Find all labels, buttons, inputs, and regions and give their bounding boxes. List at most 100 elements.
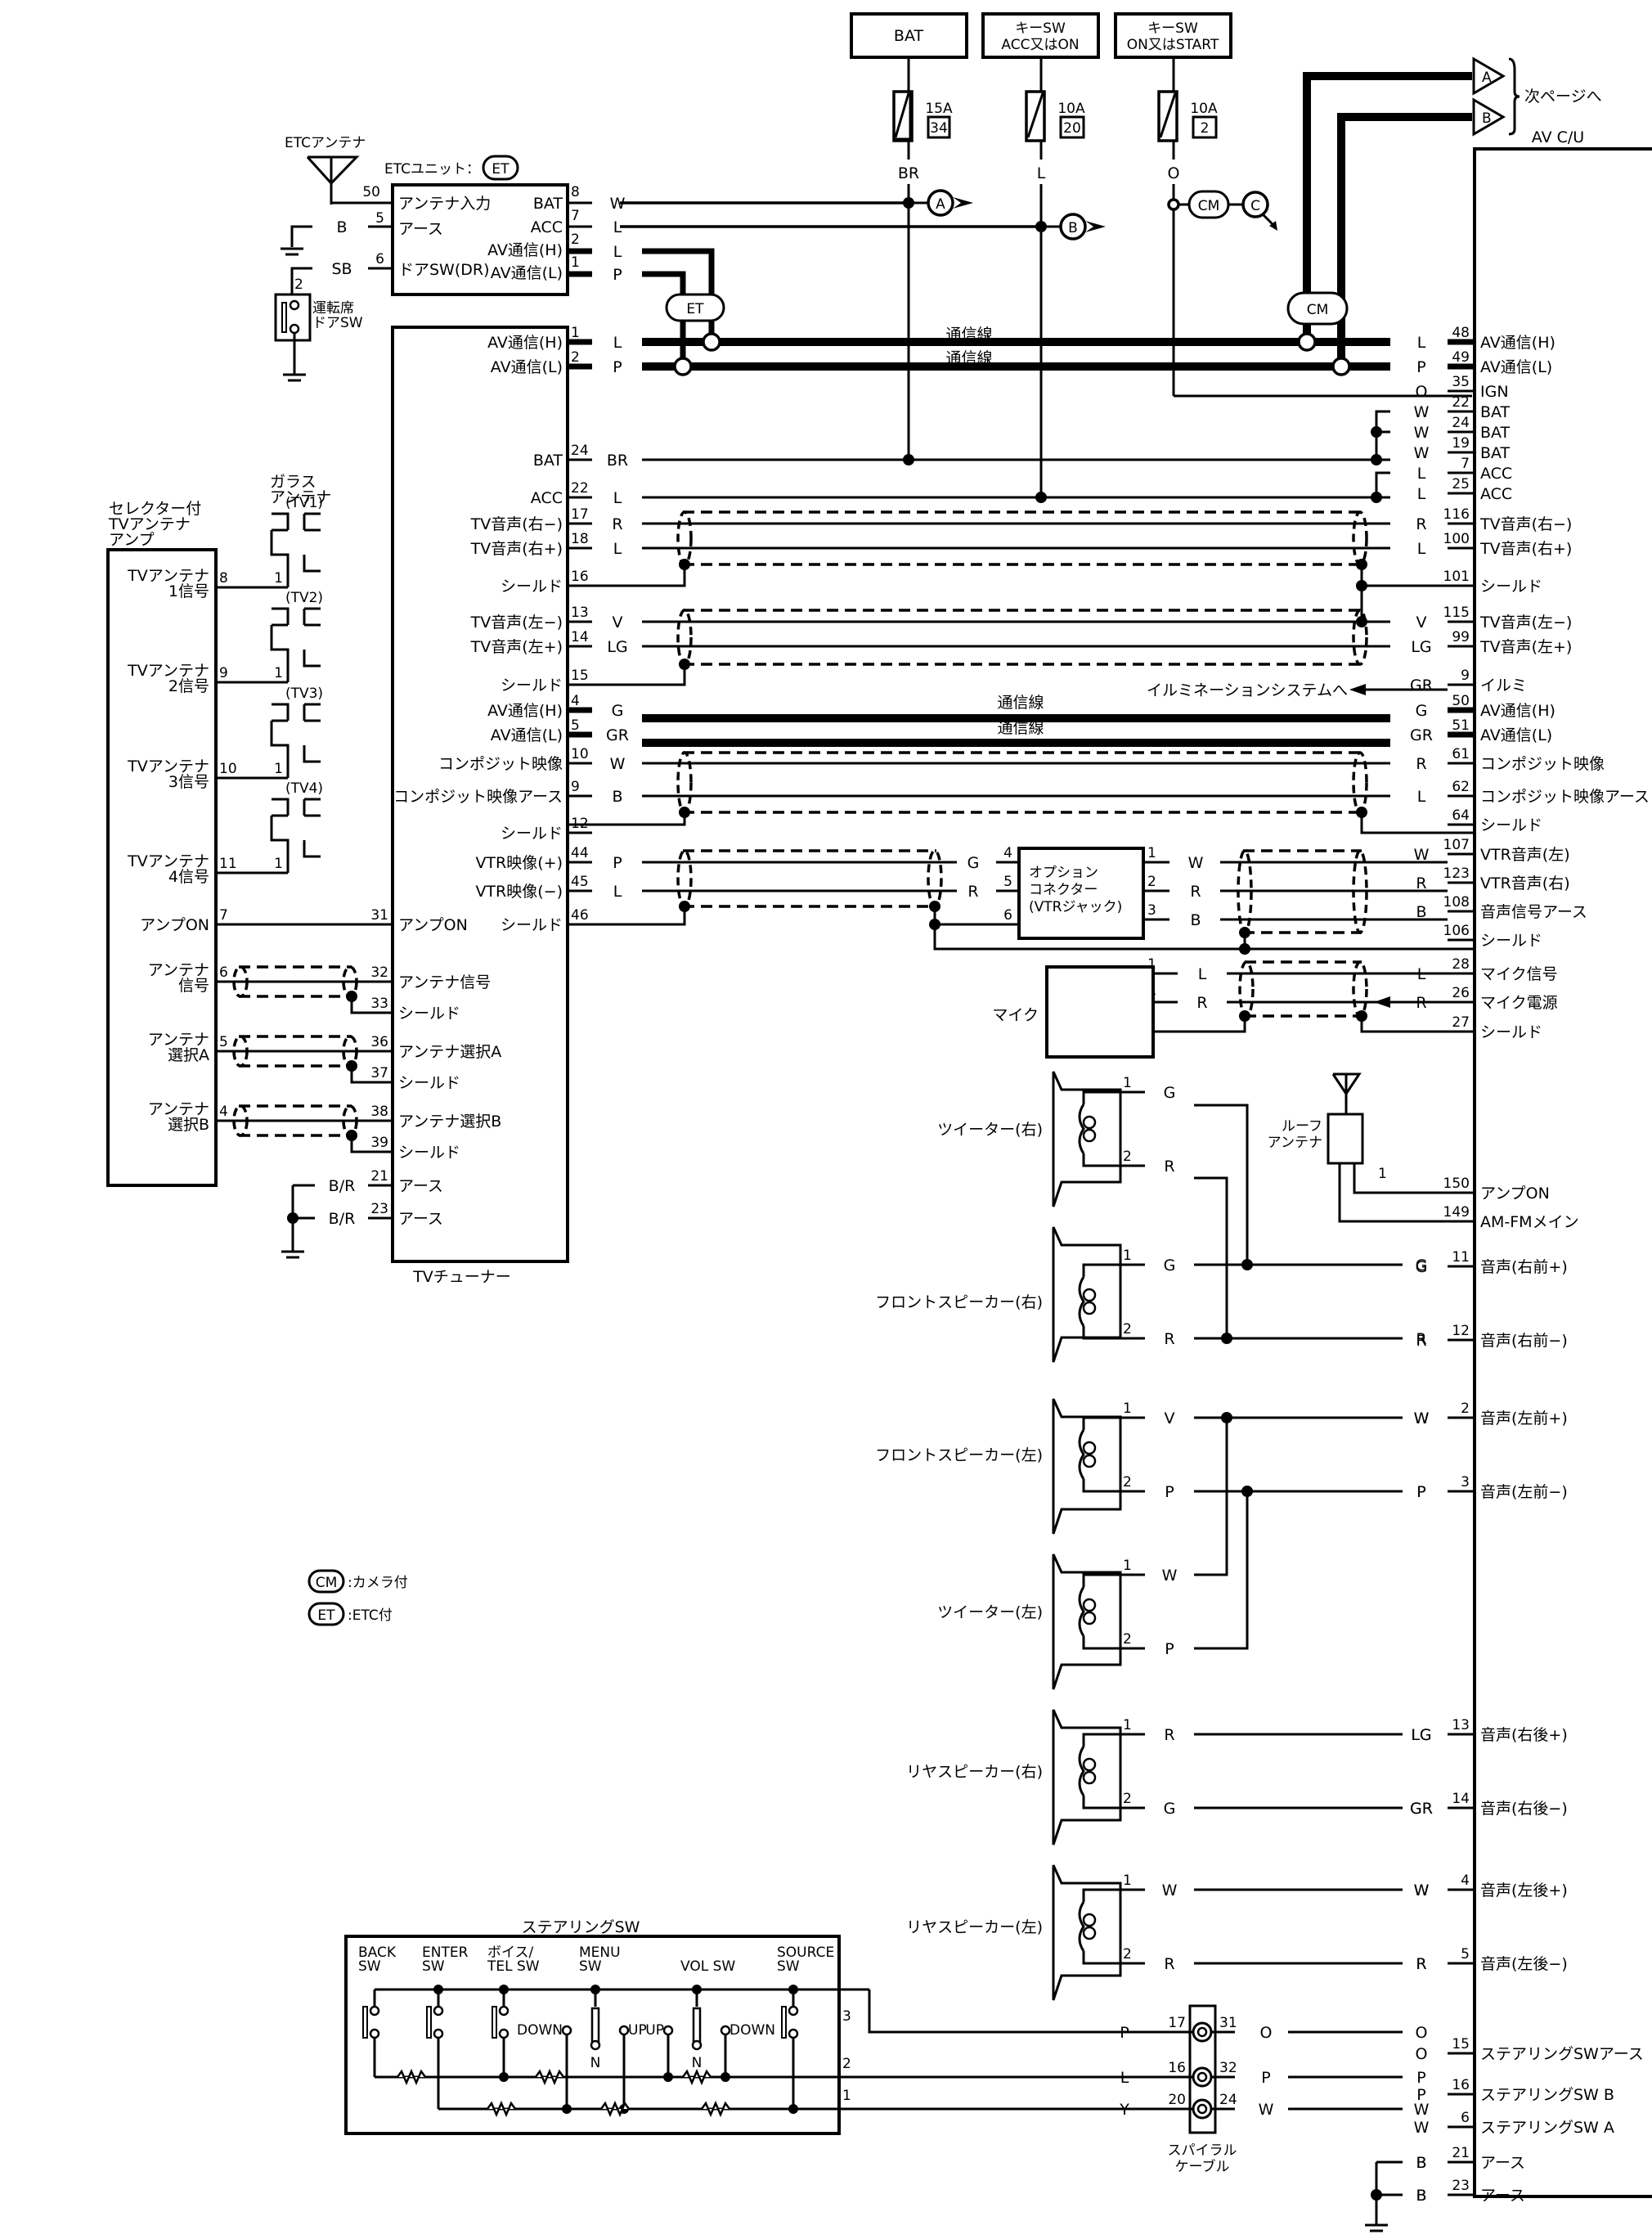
tuner-pin: TV音声(右+)18L [470, 531, 622, 558]
pin-number: 39 [370, 1135, 388, 1151]
wire-color: W [1414, 1409, 1430, 1427]
splice-node [1297, 332, 1317, 352]
tuner-pin: AV通信(L)2P [491, 349, 622, 376]
speaker-coil-loop [1082, 1611, 1097, 1625]
fuse-rating: 10A [1057, 101, 1085, 117]
wire-color: GR [606, 726, 629, 744]
pin-number: 14 [1452, 1791, 1470, 1807]
shield-drain [568, 906, 686, 926]
pin-number: 108 [1443, 894, 1470, 910]
speaker-coil [1078, 1901, 1085, 1952]
pin-number: 9 [571, 779, 580, 795]
power-source-label: キーSW [1147, 20, 1198, 37]
pin-label: ドアSW(DR) [398, 261, 490, 279]
option-connector: オプション コネクター (VTRジャック) [1017, 847, 1145, 940]
pin-number: 36 [370, 1034, 388, 1050]
av-cu-pin: 5音声(左後−)R [1416, 1946, 1567, 1973]
switch-label: TEL SW [487, 1958, 540, 1975]
pin-number: 2 [1123, 1149, 1132, 1165]
pin-number: 19 [1452, 435, 1470, 452]
pin-label: シールド [501, 578, 563, 596]
switch-contact [369, 2005, 380, 2016]
pin-label: 音声(右後−) [1480, 1800, 1568, 1818]
pin-number: 8 [571, 184, 580, 200]
speaker-coil [1078, 1429, 1085, 1480]
arrow-icon [953, 197, 973, 209]
speaker-coil-loop [1082, 1913, 1097, 1927]
switch-label: BACK [358, 1945, 397, 1961]
pin-label: 音声(左前−) [1480, 1483, 1568, 1501]
glass-antenna-icon [270, 703, 321, 763]
pin-number: 6 [219, 964, 228, 981]
shield-end [1238, 960, 1255, 1018]
shield-end [232, 965, 249, 998]
wire-color: R [967, 883, 978, 901]
wire-color: L [613, 334, 622, 352]
pin-number: 22 [1452, 394, 1470, 411]
wire-color: B/R [329, 1177, 356, 1195]
pin-label: マイク電源 [1480, 994, 1558, 1012]
wire-color: R [1164, 1158, 1174, 1176]
pin-number: 123 [1443, 865, 1470, 882]
resistor-icon [700, 2100, 731, 2118]
pin-label: AV通信(H) [487, 702, 563, 720]
switch-label: SOURCE [777, 1945, 834, 1961]
shield-drain [568, 564, 686, 587]
shield-outline [1243, 849, 1362, 934]
shield-outline [683, 849, 936, 908]
switch-label: SW [579, 1958, 602, 1975]
pin-number: 49 [1452, 349, 1470, 366]
glass-antenna-element [272, 623, 288, 651]
power-source-label: ON又はSTART [1127, 37, 1219, 53]
wire-color: LG [1411, 1726, 1431, 1744]
wire-color: B [1416, 2187, 1426, 2205]
wire-color: B [1190, 911, 1201, 929]
fuse-number: 34 [930, 120, 948, 137]
pin-number: 5 [219, 1034, 228, 1050]
etc-antenna-label: ETCアンテナ [285, 135, 366, 151]
wire-color: L [1417, 465, 1426, 483]
pin-label: シールド [501, 825, 563, 843]
pin-label: シールド [398, 1144, 460, 1162]
switch-position-label: UP [645, 2022, 664, 2039]
pin-label: BAT [1480, 444, 1511, 462]
mic-label: マイク [992, 1006, 1039, 1024]
wire-color: V [1165, 1409, 1175, 1427]
pin-number: 1 [1378, 1166, 1387, 1182]
shield-end [232, 1104, 249, 1137]
pin-number: 37 [370, 1065, 388, 1081]
shield-end [676, 609, 693, 666]
legend-badge: ET [317, 1607, 335, 1624]
fuse-icon [894, 92, 910, 138]
wire-color: W [1162, 1567, 1178, 1585]
wire-color: R [1164, 1726, 1174, 1744]
shield-end [676, 510, 693, 566]
roof-antenna-label: ルーフ [1282, 1118, 1322, 1135]
switch-contact [498, 2028, 510, 2039]
wire-color: V [613, 614, 623, 632]
pin-label: アース [398, 1177, 443, 1195]
arrow-left-icon [1374, 996, 1390, 1008]
pin-label: ACC [1480, 485, 1512, 503]
speaker-list: ツイーター(右)1G2Rフロントスピーカー(右)1G2Rフロントスピーカー(左)… [875, 1071, 1433, 2001]
pin-label: シールド [1480, 932, 1542, 950]
wire-color: W [1414, 444, 1430, 462]
comm-line-label: 通信線 [997, 694, 1044, 712]
pin-label: ステアリングSW A [1480, 2119, 1614, 2137]
pin-label: 音声(右前−) [1480, 1332, 1568, 1350]
pin-label: AV通信(H) [487, 241, 563, 259]
pin-number: 1 [1123, 1873, 1132, 1889]
